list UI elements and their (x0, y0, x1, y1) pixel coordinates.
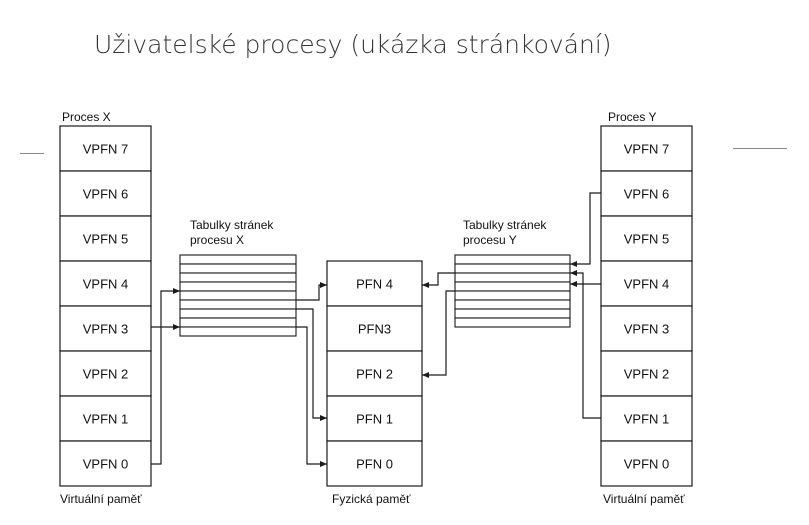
process-x-page-vpfn0: VPFN 0 (59, 440, 152, 487)
physical-memory-caption: Fyzická paměť (332, 492, 411, 506)
page-table-x-entry (179, 254, 297, 265)
process-x-page-label: VPFN 0 (83, 457, 129, 472)
decorative-line-left (20, 153, 44, 154)
process-x-page-label: VPFN 3 (83, 322, 129, 337)
process-x-page-vpfn6: VPFN 6 (59, 170, 152, 217)
page-table-x-label-line1: Tabulky stránek (190, 218, 274, 232)
process-y-page-label: VPFN 1 (624, 412, 670, 427)
process-x-page-label: VPFN 5 (83, 232, 129, 247)
page-table-x-entry (179, 281, 297, 292)
decorative-line-right (733, 148, 787, 149)
process-x-page-vpfn5: VPFN 5 (59, 215, 152, 262)
process-y-page-label: VPFN 0 (624, 457, 670, 472)
process-x-label: Proces X (62, 110, 111, 124)
process-x-page-vpfn3: VPFN 3 (59, 305, 152, 352)
page-table-x-entry (179, 299, 297, 310)
arrow-x-vpfn0-to-table (151, 288, 180, 465)
page-table-x-entry (179, 290, 297, 301)
process-y-page-vpfn0: VPFN 0 (600, 440, 693, 487)
arrow-y-vpfn6-to-table (570, 192, 601, 267)
process-x-virtual-memory: VPFN 7 VPFN 6 VPFN 5 VPFN 4 VPFN 3 VPFN 2 VPFN… (59, 125, 152, 487)
process-y-page-label: VPFN 4 (624, 277, 670, 292)
arrow-table-y-to-pfn4 (422, 272, 455, 288)
page-table-y-entry (454, 317, 571, 328)
arrow-table-x-to-pfn4 (296, 282, 327, 301)
process-y-label: Proces Y (608, 110, 656, 124)
arrow-table-y-to-pfn2 (422, 290, 455, 378)
process-y-page-vpfn6: VPFN 6 (600, 170, 693, 217)
process-y-page-vpfn1: VPFN 1 (600, 395, 693, 442)
physical-frame-pfn3: PFN3 (326, 305, 423, 352)
page-table-y-entry (454, 272, 571, 283)
page-table-y-entry (454, 254, 571, 265)
physical-frame-pfn0: PFN 0 (326, 440, 423, 487)
process-x-page-vpfn1: VPFN 1 (59, 395, 152, 442)
slide-title: Uživatelské procesy (ukázka stránkování) (94, 30, 612, 59)
physical-frame-label: PFN 4 (356, 277, 393, 292)
physical-frame-pfn1: PFN 1 (326, 395, 423, 442)
arrow-table-x-to-pfn0 (296, 326, 327, 467)
physical-frame-pfn4: PFN 4 (326, 260, 423, 307)
physical-frame-pfn2: PFN 2 (326, 350, 423, 397)
physical-frame-label: PFN 2 (356, 367, 393, 382)
process-x-page-vpfn4: VPFN 4 (59, 260, 152, 307)
page-table-x (179, 254, 297, 337)
physical-frame-label: PFN3 (358, 322, 391, 337)
process-y-page-vpfn2: VPFN 2 (600, 350, 693, 397)
process-y-page-label: VPFN 7 (624, 142, 670, 157)
process-y-caption: Virtuální paměť (603, 492, 685, 506)
arrow-table-x-to-pfn1 (296, 308, 327, 421)
page-table-y-entry (454, 263, 571, 274)
process-y-page-label: VPFN 5 (624, 232, 670, 247)
process-x-page-label: VPFN 2 (83, 367, 129, 382)
page-table-y-entry (454, 299, 571, 310)
process-x-page-label: VPFN 7 (83, 142, 129, 157)
page-table-y-entry (454, 290, 571, 301)
page-table-y-entry (454, 308, 571, 319)
page-table-x-entry (179, 326, 297, 337)
process-x-page-vpfn7: VPFN 7 (59, 125, 152, 172)
process-y-page-label: VPFN 3 (624, 322, 670, 337)
page-table-y-label-line1: Tabulky stránek (463, 218, 547, 232)
process-y-page-label: VPFN 6 (624, 187, 670, 202)
page-table-x-entry (179, 308, 297, 319)
arrow-y-vpfn1-to-table (570, 270, 601, 419)
page-table-x-entry (179, 272, 297, 283)
process-y-page-vpfn5: VPFN 5 (600, 215, 693, 262)
page-table-x-label-line2: procesu X (190, 233, 244, 247)
process-y-page-label: VPFN 2 (624, 367, 670, 382)
page-table-x-entry (179, 317, 297, 328)
page-table-y-label-line2: procesu Y (463, 233, 517, 247)
process-x-caption: Virtuální paměť (60, 492, 142, 506)
process-y-page-vpfn4: VPFN 4 (600, 260, 693, 307)
process-y-page-vpfn3: VPFN 3 (600, 305, 693, 352)
process-x-page-label: VPFN 4 (83, 277, 129, 292)
process-x-page-vpfn2: VPFN 2 (59, 350, 152, 397)
physical-frame-label: PFN 1 (356, 412, 393, 427)
process-y-page-vpfn7: VPFN 7 (600, 125, 693, 172)
process-x-page-label: VPFN 6 (83, 187, 129, 202)
page-table-y-entry (454, 281, 571, 292)
physical-frame-label: PFN 0 (356, 457, 393, 472)
page-table-y (454, 254, 571, 328)
process-x-page-label: VPFN 1 (83, 412, 129, 427)
page-table-x-entry (179, 263, 297, 274)
process-y-virtual-memory: VPFN 7 VPFN 6 VPFN 5 VPFN 4 VPFN 3 VPFN 2 VPFN… (600, 125, 693, 487)
